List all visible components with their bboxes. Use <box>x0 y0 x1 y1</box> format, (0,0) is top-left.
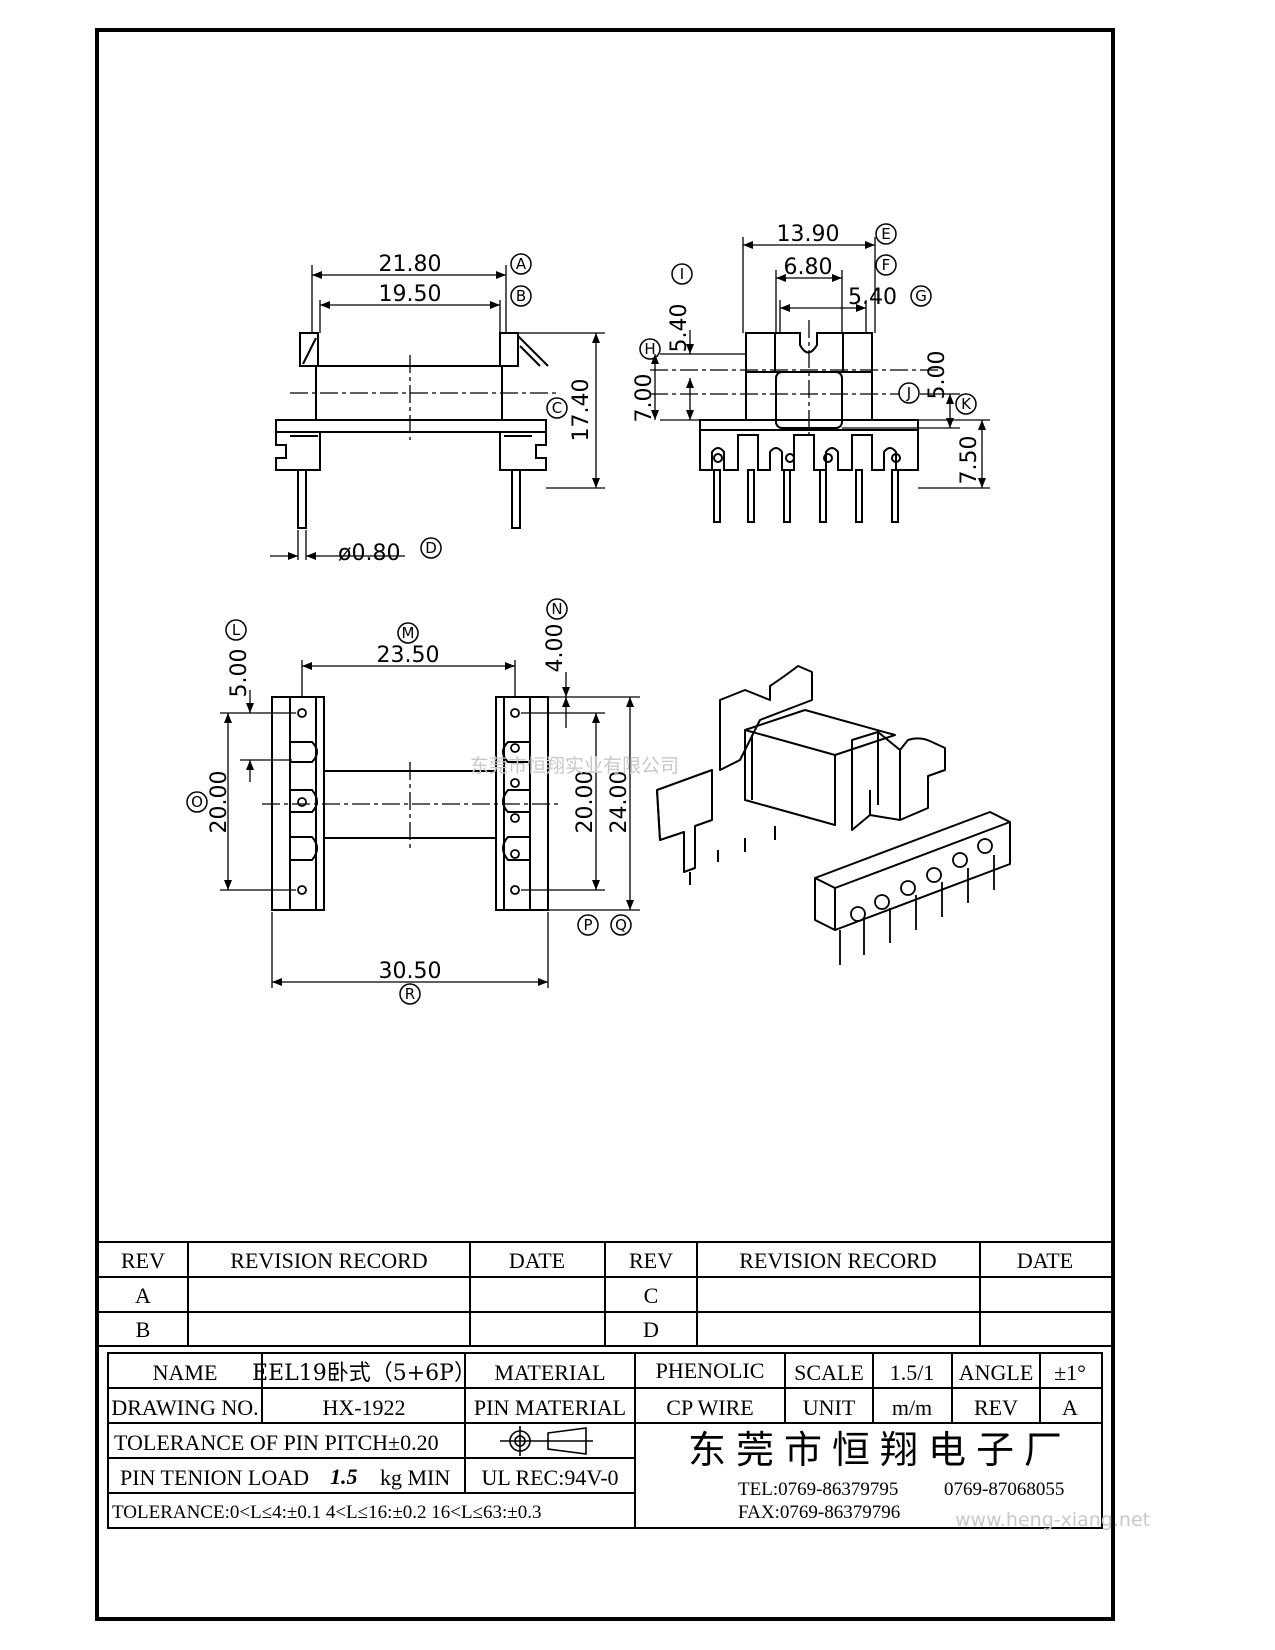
bubble-i: I <box>680 265 684 283</box>
dim-k: 7.50 <box>957 436 982 485</box>
bubble-d: D <box>425 539 437 557</box>
revision-table <box>99 1241 1111 1347</box>
dim-r: 30.50 <box>379 959 442 984</box>
bubble-l: L <box>232 621 241 639</box>
unit-value: m/m <box>892 1395 932 1420</box>
bubble-a: A <box>516 255 527 273</box>
pin-material-value: CP WIRE <box>666 1395 753 1420</box>
rev-header-2: REV <box>629 1248 673 1273</box>
bubble-k: K <box>961 395 972 413</box>
dim-q: 24.00 <box>607 771 632 834</box>
rev-header-1: REV <box>121 1248 165 1273</box>
revision-table-text: REV REVISION RECORD DATE REV REVISION RE… <box>121 1248 1073 1342</box>
company-fax: FAX:0769-86379796 <box>738 1502 900 1523</box>
dim-a: 21.80 <box>379 252 442 277</box>
projection-symbol-icon <box>500 1426 593 1456</box>
rev-d: D <box>643 1317 659 1342</box>
side-view-centerlines <box>290 355 560 440</box>
dim-d: ø0.80 <box>338 541 400 566</box>
bubble-h: H <box>644 340 655 358</box>
dimension-labels: 21.80 19.50 17.40 ø0.80 13.90 6.80 5.40 … <box>207 222 982 984</box>
title-block <box>107 1352 1103 1529</box>
bubble-c: C <box>552 399 562 417</box>
dim-m: 23.50 <box>377 643 440 668</box>
pin-pitch-tolerance: TOLERANCE OF PIN PITCH±0.20 <box>114 1430 439 1455</box>
bubble-g: G <box>915 287 927 305</box>
drawing-no-label: DRAWING NO. <box>111 1395 258 1420</box>
dim-f: 6.80 <box>784 255 833 280</box>
bubble-j: J <box>906 384 911 402</box>
bubble-n: N <box>551 600 562 618</box>
bubble-b: B <box>516 287 526 305</box>
scale-label: SCALE <box>794 1360 864 1385</box>
dim-i: 5.40 <box>667 304 692 353</box>
pin-tension-unit: kg MIN <box>380 1465 450 1490</box>
front-view-dimension-lines <box>651 237 990 489</box>
isometric-view <box>656 665 1011 931</box>
pin-material-label: PIN MATERIAL <box>474 1395 626 1420</box>
revision-record-header-2: REVISION RECORD <box>739 1248 936 1273</box>
revision-record-header-1: REVISION RECORD <box>230 1248 427 1273</box>
pin-tension-value: 1.5 <box>330 1464 358 1489</box>
name-label: NAME <box>153 1360 218 1385</box>
dim-e: 13.90 <box>777 222 840 247</box>
company-tel-2: 0769-87068055 <box>944 1479 1064 1500</box>
bubble-q: Q <box>615 916 627 934</box>
rev-a: A <box>135 1283 151 1308</box>
rev-label: REV <box>974 1395 1018 1420</box>
unit-label: UNIT <box>803 1395 856 1420</box>
dim-l: 5.00 <box>227 649 252 698</box>
bubble-o: O <box>191 793 203 811</box>
top-view-pin-holes <box>297 708 520 895</box>
drawing-frame <box>95 28 1115 1621</box>
material-label: MATERIAL <box>494 1360 605 1385</box>
dim-c: 17.40 <box>569 379 594 442</box>
side-view <box>275 332 549 529</box>
top-view-dimension-lines <box>220 660 640 988</box>
dim-j: 5.00 <box>925 351 950 400</box>
company-tel: TEL:0769-86379795 <box>738 1479 898 1500</box>
watermark-center: 东莞市恒翔实业有限公司 <box>470 755 679 777</box>
name-value: EEL19卧式（5+6P） <box>252 1361 476 1386</box>
ul-rec: UL REC:94V-0 <box>481 1465 618 1490</box>
scale-value: 1.5/1 <box>890 1360 935 1385</box>
general-tolerance: TOLERANCE:0<L≤4:±0.1 4<L≤16:±0.2 16<L≤63… <box>112 1502 542 1523</box>
reference-bubbles <box>186 223 977 1005</box>
side-view-dimension-lines <box>270 265 605 560</box>
title-block-text: NAME EEL19卧式（5+6P） MATERIAL PHENOLIC SCA… <box>111 1358 1150 1531</box>
bubble-f: F <box>882 256 891 274</box>
dim-n: 4.00 <box>543 624 568 673</box>
drawing-no-value: HX-1922 <box>322 1395 405 1420</box>
angle-value: ±1° <box>1054 1360 1086 1385</box>
bubble-e: E <box>881 225 890 243</box>
front-view-centerlines <box>650 320 940 440</box>
bubble-p: P <box>583 916 592 934</box>
bubble-r: R <box>405 985 415 1003</box>
pin-tension-label: PIN TENION LOAD <box>120 1465 309 1490</box>
rev-c: C <box>644 1283 659 1308</box>
dim-h: 7.00 <box>632 374 657 423</box>
isometric-pins <box>839 838 995 965</box>
material-value: PHENOLIC <box>656 1358 765 1383</box>
bubble-m: M <box>402 624 415 642</box>
rev-value: A <box>1062 1395 1078 1420</box>
dim-o: 20.00 <box>207 771 232 834</box>
top-view-centerlines <box>262 762 560 848</box>
angle-label: ANGLE <box>959 1360 1034 1385</box>
date-header-1: DATE <box>509 1248 565 1273</box>
dim-p: 20.00 <box>573 771 598 834</box>
company-name: 东莞市恒翔电子厂 <box>688 1428 1072 1472</box>
dim-g: 5.40 <box>848 285 897 310</box>
date-header-2: DATE <box>1017 1248 1073 1273</box>
website: www.heng-xiang.net <box>955 1509 1150 1531</box>
reference-bubble-letters: A B C D E F G H I J K L M N O P Q R <box>191 225 972 1003</box>
rev-b: B <box>136 1317 151 1342</box>
dim-b: 19.50 <box>379 282 442 307</box>
